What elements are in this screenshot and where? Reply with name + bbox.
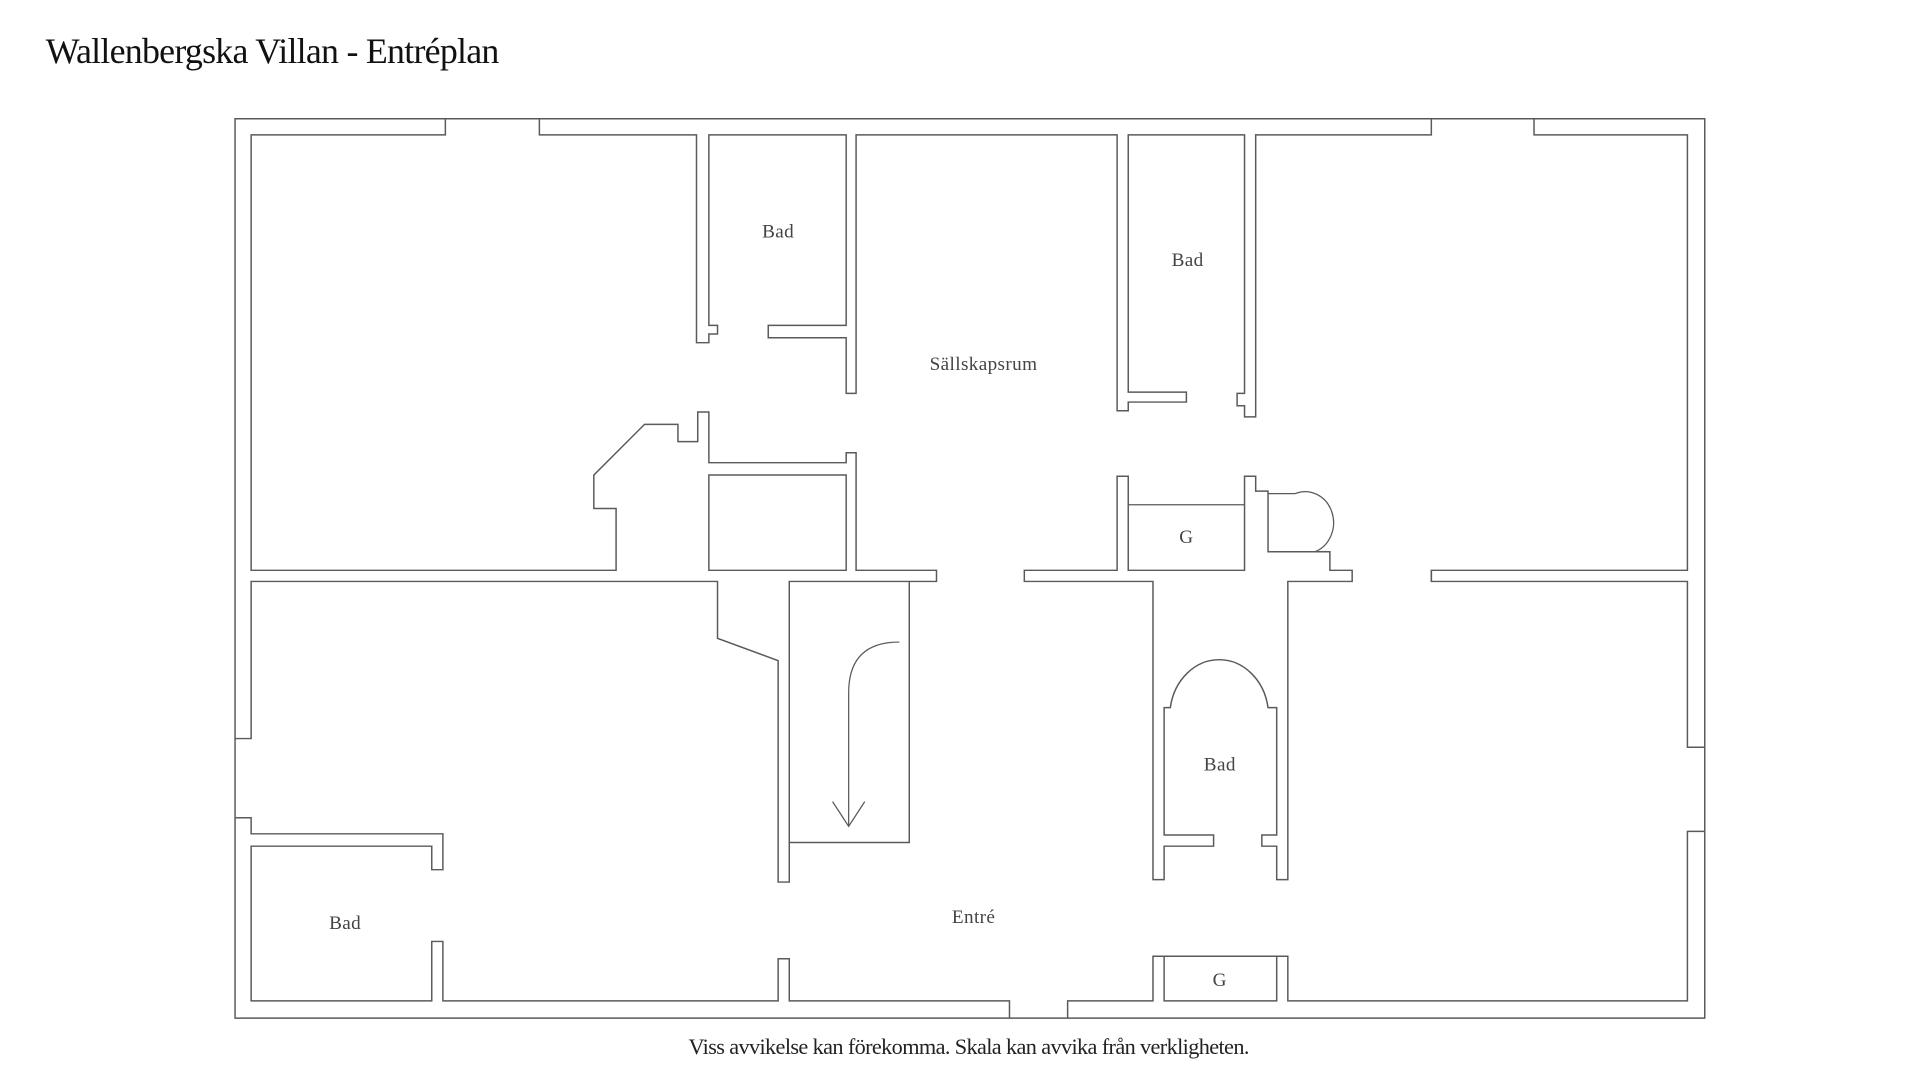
wall-upper-left [235, 118, 938, 883]
outer-wall [234, 118, 1706, 1019]
stair-box [789, 581, 911, 844]
room-labels: Bad Sällskapsrum Bad G Bad Bad Entré G [329, 222, 1236, 991]
stair-arrow-icon [832, 641, 900, 828]
room-label-bad: Bad [1172, 250, 1204, 271]
wall-center-right [1023, 475, 1353, 881]
closet-box [708, 474, 847, 572]
room-label-bad: Bad [1204, 755, 1236, 776]
wall-lower-left [235, 816, 1011, 1019]
room-label-bad: Bad [329, 913, 361, 934]
room-label-bad: Bad [762, 222, 794, 243]
wall-upper-baths [538, 118, 1433, 418]
page-title: Wallenbergska Villan - Entréplan [46, 31, 500, 71]
room-label-g: G [1213, 970, 1227, 991]
disclaimer-text: Viss avvikelse kan förekomma. Skala kan … [689, 1034, 1249, 1059]
wall-right [1430, 118, 1705, 748]
room-label-sallskapsrum: Sällskapsrum [930, 354, 1038, 375]
room-label-g: G [1179, 527, 1193, 548]
room-label-entre: Entré [952, 907, 995, 928]
round-fixture [1268, 491, 1335, 553]
wall-lower-right [1066, 830, 1705, 1019]
walls [234, 118, 1706, 1019]
g-lower-box [1163, 956, 1278, 1002]
